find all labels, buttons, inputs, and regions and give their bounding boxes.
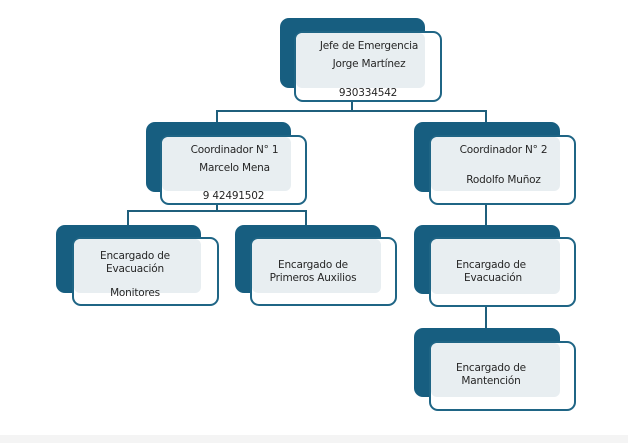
connector-level2-bar: [127, 210, 307, 212]
node-person-name: Marcelo Mena: [199, 162, 270, 174]
connector-to-primeros: [305, 210, 307, 226]
node-role-line2: Evacuación: [464, 272, 522, 284]
node-role-line2: Primeros Auxilios: [269, 272, 357, 284]
node-title: Jefe de Emergencia: [319, 40, 419, 52]
connector-jefe-down: [351, 101, 353, 112]
node-role-line1: Encargado de: [278, 259, 348, 271]
node-subtitle: Monitores: [110, 287, 160, 299]
node-role-line2: Mantención: [461, 375, 521, 387]
node-fill: [431, 343, 560, 397]
node-role-line2: Evacuación: [106, 263, 164, 275]
node-role-line1: Encargado de: [100, 250, 170, 262]
node-person-name: Rodolfo Muñoz: [466, 174, 541, 186]
node-fill: [74, 239, 201, 293]
connector-to-evac1: [127, 210, 129, 226]
connector-evac2-to-mantencion: [485, 306, 487, 329]
node-title: Coordinador N° 2: [459, 144, 548, 156]
connector-level1-bar: [216, 110, 487, 112]
node-title: Coordinador N° 1: [190, 144, 279, 156]
node-fill: [296, 33, 425, 88]
connector-coord1-down: [216, 204, 218, 212]
node-person-name: Jorge Martínez: [332, 58, 406, 70]
node-fill: [162, 137, 291, 191]
node-fill: [431, 137, 560, 191]
node-fill: [431, 239, 560, 294]
node-fill: [252, 239, 381, 293]
connector-to-coord1: [216, 110, 218, 123]
node-role-line1: Encargado de: [456, 259, 526, 271]
page-bottom-edge: [0, 435, 628, 443]
node-phone: 930334542: [338, 87, 398, 99]
node-role-line1: Encargado de: [456, 362, 526, 374]
connector-to-coord2: [485, 110, 487, 123]
node-phone: 9 42491502: [202, 190, 265, 202]
connector-coord2-to-evac2: [485, 204, 487, 226]
